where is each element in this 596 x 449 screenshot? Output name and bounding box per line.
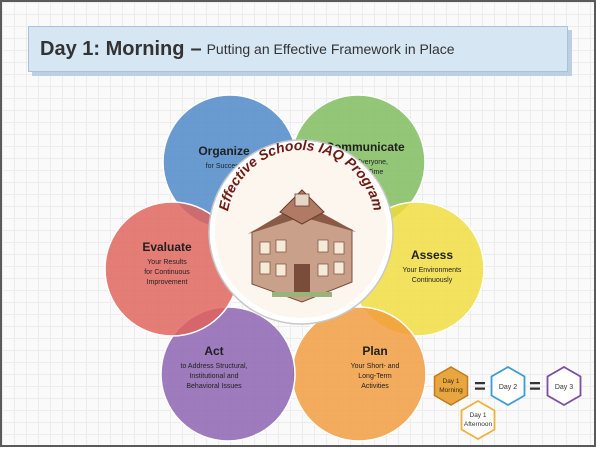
day1-morning-label: Morning: [439, 387, 463, 394]
day3-hex: Day 3: [546, 365, 582, 407]
day2-label: Day 2: [499, 384, 517, 391]
petal-title: Act: [204, 344, 223, 358]
day1-afternoon-label: Afternoon: [464, 421, 493, 428]
petal-subtext: for Continuous: [144, 269, 190, 276]
petal-subtext: Your Results: [147, 259, 187, 266]
equals-sign: =: [529, 376, 541, 398]
day1-morning-hex: Day 1 Morning: [433, 366, 469, 406]
petal-act: Act to Address Structural, Institutional a…: [160, 306, 296, 442]
petal-subtext: Activities: [361, 383, 389, 390]
school-building-illustration: [248, 189, 356, 303]
day2-hex: Day 2: [490, 365, 526, 407]
petal-title: Assess: [411, 248, 453, 262]
petal-title: Plan: [362, 344, 387, 358]
petal-subtext: Continuously: [412, 277, 453, 284]
petal-subtext: Your Environments: [403, 267, 462, 274]
petal-subtext: Long-Term: [358, 373, 392, 380]
petal-title: Organize: [198, 144, 250, 158]
petal-subtext: Institutional and: [189, 373, 238, 380]
equals-sign: =: [474, 376, 486, 398]
petal-subtext: Your Short- and: [351, 363, 400, 370]
day1-afternoon-label: Day 1: [470, 412, 487, 419]
petal-subtext: Improvement: [147, 279, 188, 286]
title-dash: –: [190, 37, 202, 60]
day3-label: Day 3: [555, 384, 573, 391]
day1-afternoon-hex: Day 1 Afternoon: [460, 399, 496, 441]
petal-title: Evaluate: [142, 240, 192, 254]
center-badge: Effective Schools IAQ Program: [208, 137, 394, 325]
slide-title: Day 1: Morning: [40, 37, 185, 60]
petal-subtext: for Success: [206, 163, 243, 170]
petal-subtext: to Address Structural,: [181, 363, 248, 370]
petal-subtext: Behavioral Issues: [186, 383, 242, 390]
title-bar: Day 1: Morning – Putting an Effective Fr…: [28, 26, 568, 72]
day1-morning-label: Day 1: [443, 378, 460, 385]
slide-subtitle: Putting an Effective Framework in Place: [206, 41, 455, 57]
petal-subtext: with Everyone,: [341, 159, 388, 166]
day-indicators: Day 1 Morning = Day 2 = Day 3 Day 1 Afternoon: [433, 365, 582, 441]
